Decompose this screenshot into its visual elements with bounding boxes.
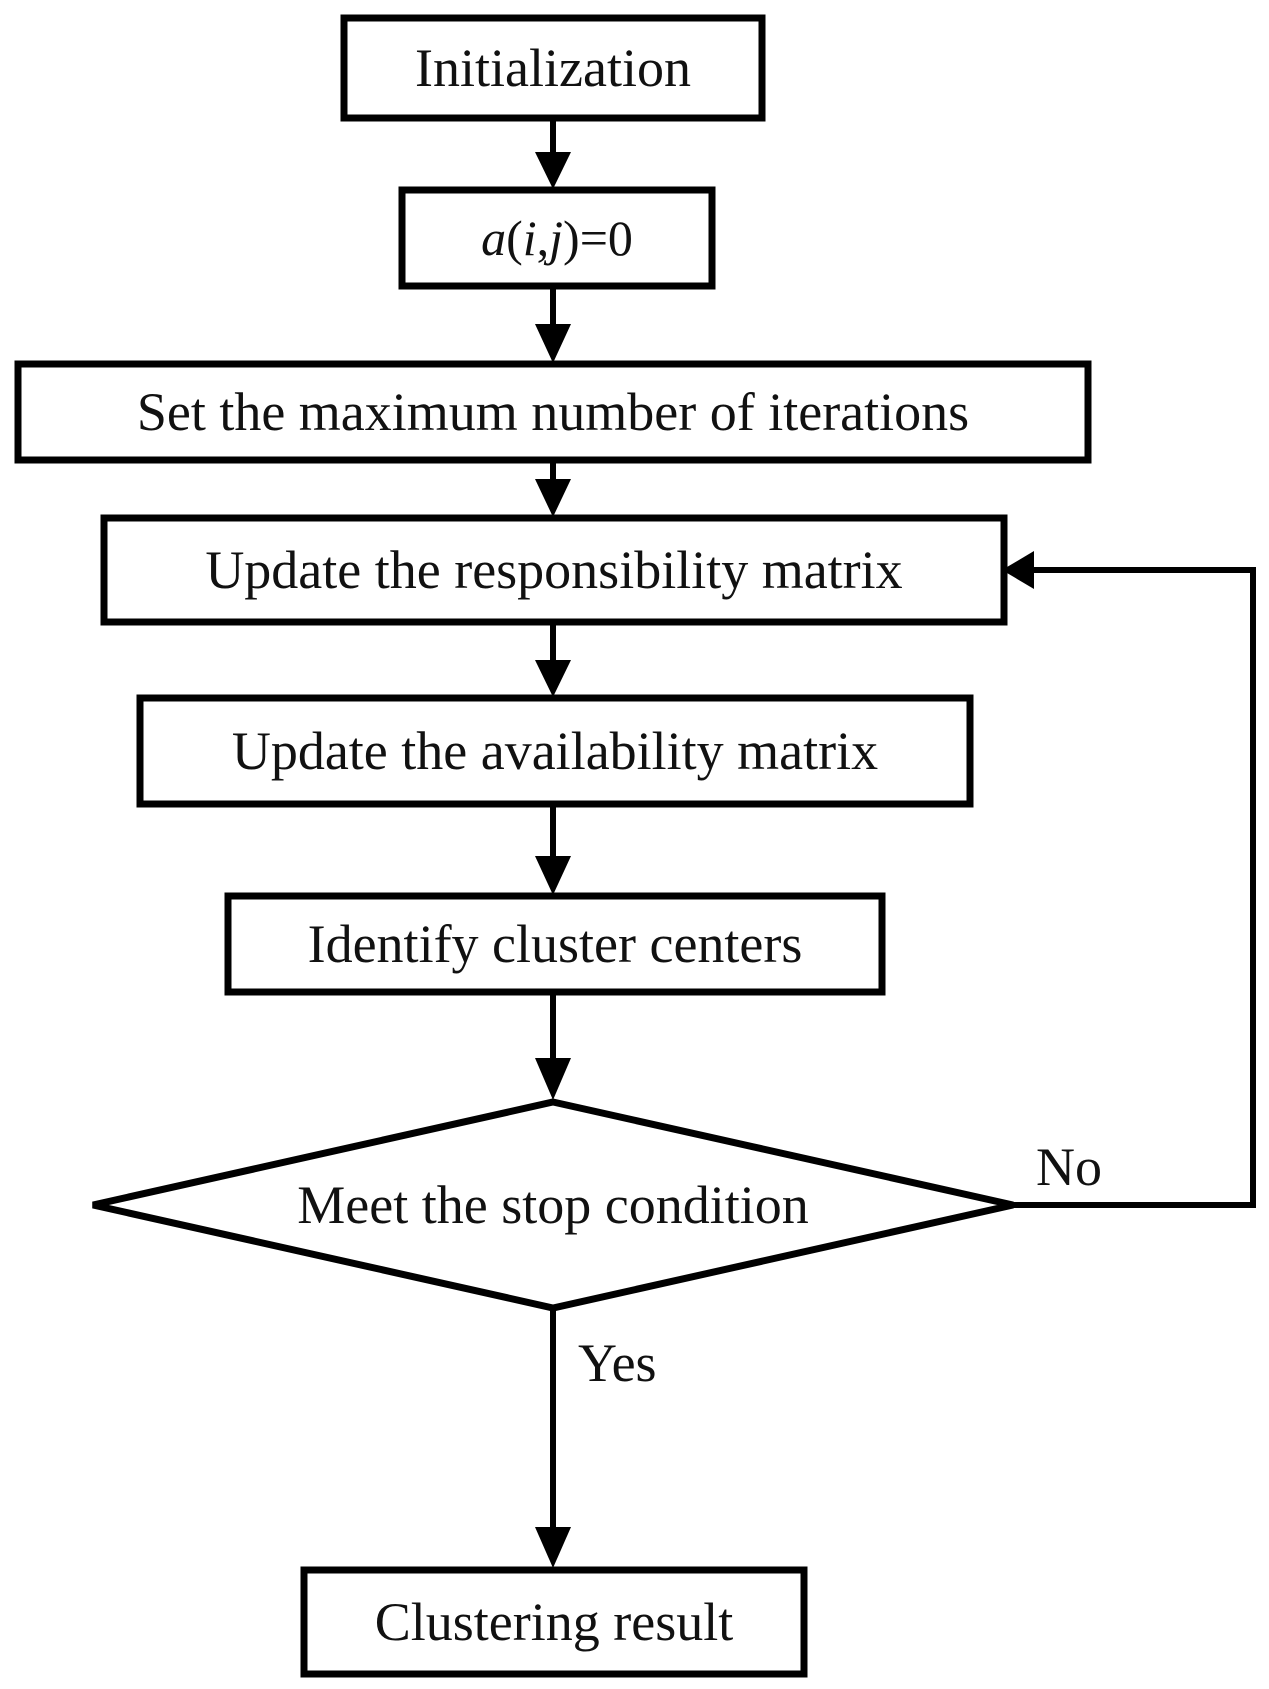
node-update-responsibility[interactable]	[100, 514, 1008, 626]
arrowhead-to-update-availability	[535, 660, 571, 697]
edge-decision-no-feedback-loop	[1013, 567, 1256, 1208]
arrowhead-to-update-responsibility	[535, 479, 571, 517]
node-update-availability[interactable]	[136, 694, 974, 808]
arrowhead-feedback-to-update-responsibility	[1002, 551, 1034, 589]
node-a-init[interactable]	[398, 186, 716, 290]
node-meet-stop-condition[interactable]	[92, 1098, 1014, 1312]
arrowhead-to-a-init	[535, 152, 571, 189]
arrowhead-to-clustering-result	[535, 1527, 571, 1568]
edge-label-yes: Yes	[578, 1333, 657, 1393]
node-initialization[interactable]	[340, 14, 766, 122]
arrowhead-to-identify-cluster-centers	[535, 856, 571, 895]
node-clustering-result[interactable]	[300, 1566, 808, 1678]
arrowhead-to-decision	[535, 1058, 571, 1100]
edge-label-no: No	[1036, 1137, 1102, 1197]
arrowhead-to-set-max	[535, 324, 571, 363]
node-set-max-iterations[interactable]	[14, 360, 1092, 464]
node-identify-cluster-centers[interactable]	[224, 892, 886, 996]
